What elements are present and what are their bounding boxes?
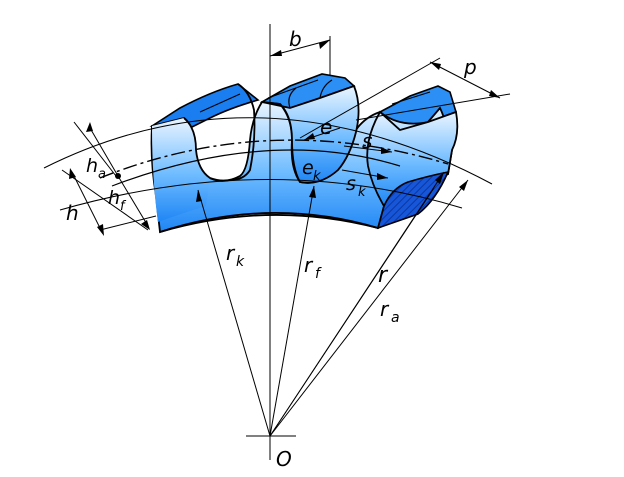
label-s: s xyxy=(362,129,372,153)
label-hf-main: h xyxy=(108,187,120,209)
dim-hf-line xyxy=(117,175,149,227)
dim-p-arrow-right xyxy=(489,90,500,98)
radius-ra-arrow xyxy=(459,180,468,191)
outer-guide-line-2 xyxy=(355,93,511,121)
label-ra-main: r xyxy=(380,297,390,321)
label-rf-main: r xyxy=(304,253,314,277)
radius-rf xyxy=(269,185,315,437)
dim-ha-line xyxy=(89,127,119,177)
label-r: r xyxy=(378,263,389,288)
tooth-top-face-left xyxy=(149,83,260,129)
dim-e-arrow xyxy=(304,133,315,140)
label-sk-main: s xyxy=(346,173,356,195)
label-p: p xyxy=(463,55,477,79)
label-h: h xyxy=(66,201,79,225)
label-ek-sub: k xyxy=(313,169,321,184)
root-circle-arc xyxy=(59,179,463,211)
dim-h-guide-top xyxy=(73,121,117,177)
label-b: b xyxy=(289,27,302,51)
tooth-top-thin-lines xyxy=(199,79,431,113)
label-ha-main: h xyxy=(86,155,98,177)
dim-b-arrow-right xyxy=(319,40,330,49)
pitch-point xyxy=(115,173,121,179)
addendum-circle-arc xyxy=(43,117,493,185)
tooth-middle-ridge xyxy=(288,79,333,109)
reference-circle-rk-arc xyxy=(111,149,401,187)
label-sk-sub: k xyxy=(358,185,366,200)
dim-p-line xyxy=(429,61,501,99)
radius-rf-arrow xyxy=(309,186,316,198)
dim-h-line xyxy=(71,171,103,233)
dim-s-arrow xyxy=(381,147,392,154)
dim-h-arrow-top xyxy=(69,168,76,179)
label-rk-main: r xyxy=(226,241,236,265)
radius-ra xyxy=(269,179,469,437)
dim-b-arrow-left xyxy=(270,50,282,56)
outer-guide-line xyxy=(299,57,441,139)
tooth-left-flank xyxy=(229,83,256,181)
tooth-middle xyxy=(261,84,360,184)
dim-hf-arrow-bottom xyxy=(141,220,150,230)
tooth-cross-section xyxy=(376,170,450,230)
dim-ha-arrow-top xyxy=(86,122,93,132)
dim-h-connector xyxy=(99,215,157,231)
tooth-right xyxy=(366,110,459,208)
label-ra-sub: a xyxy=(391,310,400,326)
label-hf-sub: f xyxy=(120,199,127,214)
radius-rk-arrow xyxy=(196,190,202,202)
dim-sk-arrow xyxy=(377,173,388,180)
label-ek-main: e xyxy=(302,157,314,179)
rim-bottom-arc xyxy=(159,214,379,233)
label-e: e xyxy=(320,115,332,139)
radius-rk xyxy=(197,189,271,437)
radius-left-guide xyxy=(269,187,435,437)
dim-p-arrow-left xyxy=(430,62,441,70)
label-ha-sub: a xyxy=(98,167,106,182)
label-rk-sub: k xyxy=(236,254,245,270)
label-o: O xyxy=(276,447,292,471)
radius-r-arrow xyxy=(435,172,444,184)
pitch-circle-arc xyxy=(99,139,449,179)
label-rf-sub: f xyxy=(315,266,322,282)
